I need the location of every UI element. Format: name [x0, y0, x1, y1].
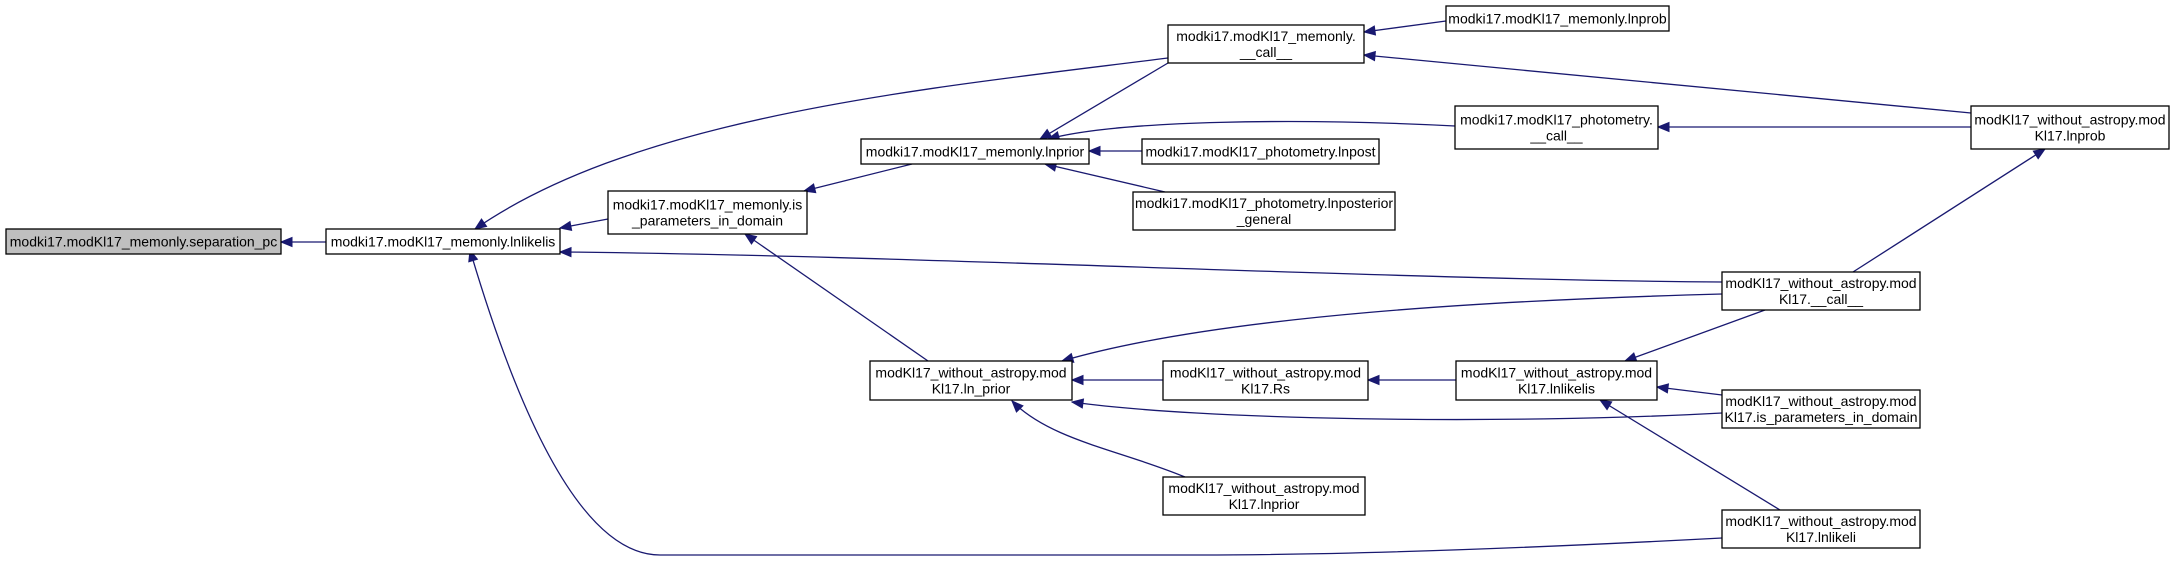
node-box: [1721, 271, 1921, 311]
node-box: [1445, 5, 1670, 32]
edges-layer: [279, 20, 2047, 556]
node-label-line: modKl17_without_astropy.mod: [1725, 393, 1916, 409]
node-label-line: modKl17_without_astropy.mod: [1725, 275, 1916, 291]
edge-call_mem-to-lnprior: [1038, 62, 1169, 140]
edge-wa_call-to-wa_ln_prior: [1060, 293, 1723, 363]
node-label-line: Kl17.Rs: [1241, 381, 1290, 397]
node-lnprior[interactable]: modki17.modKl17_memonly.lnprior: [860, 138, 1090, 165]
edge-wa_call-to-lnlikelis: [558, 246, 1723, 283]
node-wa-is-params[interactable]: modKl17_without_astropy.modKl17.is_param…: [1721, 389, 1921, 429]
node-box: [1455, 360, 1658, 401]
node-box: [1141, 138, 1380, 165]
node-label-line: modki17.modKl17_memonly.separation_pc: [10, 234, 277, 250]
node-box: [1162, 476, 1366, 516]
edge-wa_call-to-wa_lnprob: [1852, 148, 2047, 273]
node-label-line: Kl17.lnprob: [2035, 128, 2106, 144]
node-box: [860, 138, 1090, 165]
node-label-line: Kl17.lnlikeli: [1786, 529, 1856, 545]
edge-wa_lnprior-to-wa_ln_prior: [1011, 400, 1186, 478]
edge-wa_ln_prior-to-is_params: [743, 233, 929, 362]
node-is-params[interactable]: modki17.modKl17_memonly.is_parameters_in…: [607, 190, 808, 235]
node-label-line: Kl17.lnprior: [1229, 496, 1300, 512]
node-wa-lnlikelis[interactable]: modKl17_without_astropy.modKl17.lnlikeli…: [1455, 360, 1658, 401]
edge-wa_rs-to-wa_ln_prior: [1070, 374, 1163, 386]
edge-lnprob_mem-to-call_mem: [1362, 20, 1447, 36]
edge-call_mem-to-lnlikelis: [473, 57, 1169, 230]
node-wa-rs[interactable]: modKl17_without_astropy.modKl17.Rs: [1162, 360, 1369, 401]
node-box: [1162, 360, 1369, 401]
node-box: [1454, 105, 1659, 150]
node-separation-pc[interactable]: modki17.modKl17_memonly.separation_pc: [5, 228, 282, 255]
node-label-line: modKl17_without_astropy.mod: [1974, 112, 2165, 128]
node-lnprob-mem[interactable]: modki17.modKl17_memonly.lnprob: [1445, 5, 1670, 32]
edge-is_params-to-lnlikelis: [558, 218, 609, 232]
node-label-line: Kl17.is_parameters_in_domain: [1725, 409, 1918, 425]
edge-wa_is_params-to-wa_lnlikelis: [1655, 383, 1723, 396]
node-label-line: modKl17_without_astropy.mod: [1170, 365, 1361, 381]
edge-wa_lnlikeli-to-lnlikelis: [468, 248, 1723, 556]
node-label-line: modki17.modKl17_memonly.lnlikelis: [331, 234, 556, 250]
node-label-line: __call__: [1529, 128, 1582, 144]
node-label-line: modki17.modKl17_memonly.lnprob: [1448, 11, 1667, 27]
node-box: [1721, 509, 1921, 549]
node-call-phot[interactable]: modki17.modKl17_photometry.__call__: [1454, 105, 1659, 150]
node-box: [5, 228, 282, 255]
edge-lnlikelis-to-separation_pc: [279, 236, 326, 248]
node-wa-call[interactable]: modKl17_without_astropy.modKl17.__call__: [1721, 271, 1921, 311]
node-wa-lnprior[interactable]: modKl17_without_astropy.modKl17.lnprior: [1162, 476, 1366, 516]
node-label-line: modKl17_without_astropy.mod: [875, 365, 1066, 381]
edge-wa_lnlikeli-to-wa_lnlikelis: [1598, 399, 1781, 511]
node-lnlikelis[interactable]: modki17.modKl17_memonly.lnlikelis: [325, 228, 561, 255]
edge-wa_lnprob-to-call_phot: [1656, 121, 1971, 133]
node-box: [607, 190, 808, 235]
node-label-line: Kl17.__call__: [1779, 291, 1863, 307]
edge-lnprior-to-is_params: [802, 163, 913, 194]
node-box: [1970, 105, 2170, 150]
edge-lnpost_phot-to-lnprior: [1087, 145, 1142, 157]
node-box: [325, 228, 561, 255]
node-label-line: modKl17_without_astropy.mod: [1725, 513, 1916, 529]
node-box: [869, 360, 1073, 401]
node-label-line: modki17.modKl17_photometry.: [1460, 112, 1653, 128]
node-wa-ln-prior[interactable]: modKl17_without_astropy.modKl17.ln_prior: [869, 360, 1073, 401]
node-label-line: _general: [1236, 211, 1292, 227]
node-label-line: __call__: [1239, 44, 1292, 60]
node-label-line: modKl17_without_astropy.mod: [1461, 365, 1652, 381]
node-lnpost-phot[interactable]: modki17.modKl17_photometry.lnpost: [1141, 138, 1380, 165]
node-label-line: modki17.modKl17_memonly.: [1176, 28, 1356, 44]
node-label-line: _parameters_in_domain: [631, 213, 783, 229]
node-call-mem[interactable]: modki17.modKl17_memonly.__call__: [1167, 24, 1365, 64]
node-label-line: modki17.modKl17_photometry.lnpost: [1145, 144, 1375, 160]
node-label-line: modki17.modKl17_photometry.lnposterior: [1135, 195, 1393, 211]
edge-wa_is_params-to-wa_ln_prior: [1070, 398, 1723, 421]
node-wa-lnprob[interactable]: modKl17_without_astropy.modKl17.lnprob: [1970, 105, 2170, 150]
node-label-line: Kl17.ln_prior: [932, 381, 1011, 397]
node-wa-lnlikeli[interactable]: modKl17_without_astropy.modKl17.lnlikeli: [1721, 509, 1921, 549]
node-label-line: Kl17.lnlikelis: [1518, 381, 1595, 397]
node-box: [1721, 389, 1921, 429]
edge-wa_lnlikelis-to-wa_rs: [1366, 374, 1456, 386]
node-label-line: modki17.modKl17_memonly.lnprior: [866, 144, 1085, 160]
edge-call_phot-to-lnprior: [1046, 120, 1456, 142]
edge-lnposterior_general-to-lnprior: [1043, 161, 1166, 193]
edge-wa_call-to-wa_lnlikelis: [1623, 309, 1766, 362]
node-box: [1167, 24, 1365, 64]
edge-wa_lnprob-to-call_mem: [1362, 50, 1972, 114]
node-label-line: modKl17_without_astropy.mod: [1168, 480, 1359, 496]
node-box: [1132, 191, 1396, 231]
node-label-line: modki17.modKl17_memonly.is: [613, 197, 803, 213]
node-lnposterior-general[interactable]: modki17.modKl17_photometry.lnposterior_g…: [1132, 191, 1396, 231]
